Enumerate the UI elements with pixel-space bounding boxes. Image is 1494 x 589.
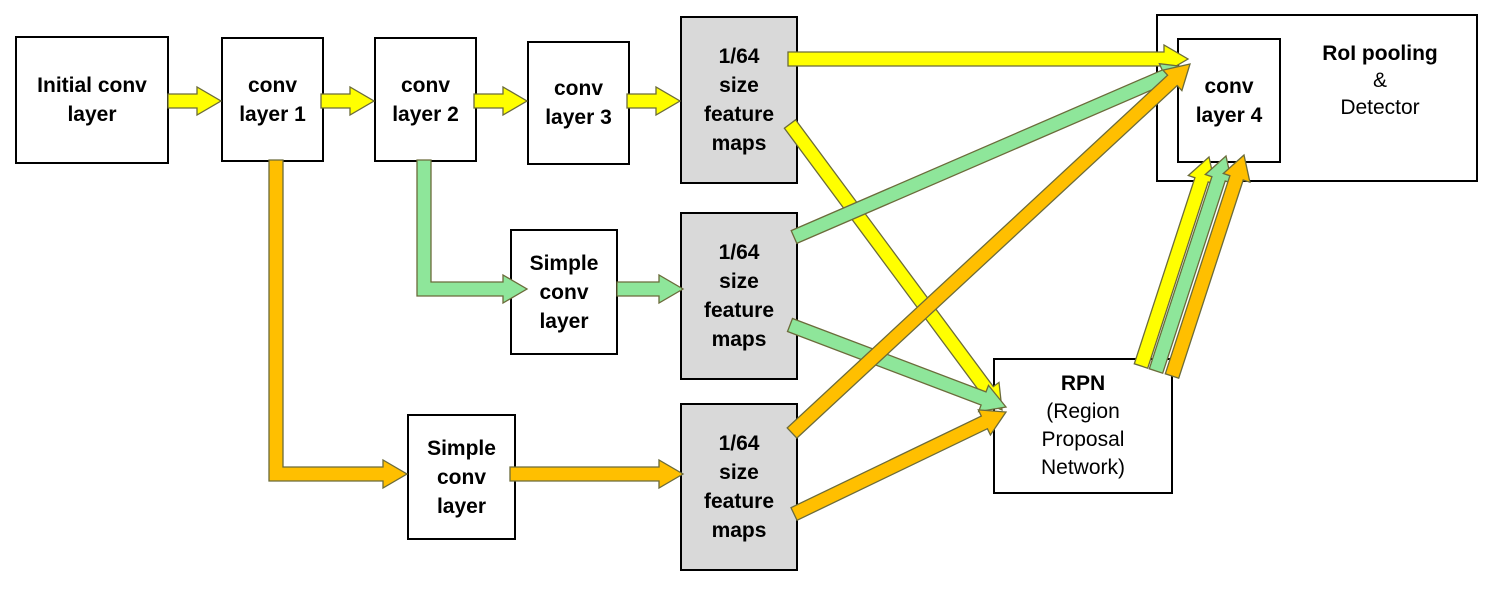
- box-label: layer: [539, 309, 589, 333]
- arrow-conv1-to-conv2: [320, 85, 376, 117]
- roi-detector-label: RoI pooling & Detector: [1302, 40, 1458, 121]
- box-label: conv: [247, 73, 297, 97]
- box-label: maps: [711, 132, 767, 155]
- roi-subtitle: Detector: [1340, 96, 1420, 119]
- conv-layer-4-box: conv layer 4: [1177, 38, 1281, 163]
- arrow-fmap-top-to-conv4: [787, 43, 1190, 75]
- box-label: Simple: [427, 436, 496, 460]
- arrow-fmap-bottom-to-rpn: [790, 409, 1008, 522]
- box-label: conv: [1204, 74, 1254, 98]
- box-label: feature: [703, 299, 775, 322]
- box-label: layer 4: [1195, 103, 1263, 127]
- box-label: feature: [703, 103, 775, 126]
- box-label: conv: [539, 280, 589, 304]
- box-label: 1/64: [718, 45, 760, 68]
- box-label: Simple: [529, 251, 599, 275]
- arrow-fmap-mid-to-rpn: [786, 317, 1008, 413]
- box-label: layer 1: [239, 102, 306, 126]
- arrow-rpn-to-conv4-yellow: [1133, 155, 1216, 370]
- feature-maps-bottom-box: 1/64 size feature maps: [680, 403, 798, 571]
- box-label: conv: [436, 465, 486, 489]
- arrow-conv3-to-fmap-top: [626, 85, 682, 117]
- box-label: Proposal: [1041, 428, 1125, 451]
- initial-conv-layer-box: Initial conv layer: [15, 36, 169, 164]
- arrow-rpn-to-conv4-orange: [1164, 153, 1251, 380]
- box-label: Network): [1040, 456, 1125, 479]
- arrow-conv2-to-simple1: [416, 159, 529, 305]
- box-label: layer: [436, 494, 487, 518]
- roi-amp: &: [1372, 69, 1387, 92]
- box-label: conv: [400, 73, 450, 97]
- box-label: size: [719, 461, 759, 484]
- arrow-fmap-bottom-to-conv4: [786, 63, 1191, 440]
- box-label: maps: [711, 328, 767, 351]
- box-label: size: [719, 74, 759, 97]
- conv-layer-2-box: conv layer 2: [374, 37, 477, 162]
- rpn-box: RPN (Region Proposal Network): [993, 358, 1173, 494]
- box-label: 1/64: [718, 241, 760, 264]
- simple-conv-layer-2-box: Simple conv layer: [407, 414, 516, 540]
- simple-conv-layer-1-box: Simple conv layer: [510, 229, 618, 355]
- feature-maps-top-box: 1/64 size feature maps: [680, 16, 798, 184]
- arrow-conv2-to-conv3: [473, 85, 529, 117]
- feature-maps-middle-box: 1/64 size feature maps: [680, 212, 798, 380]
- box-label: Initial conv: [37, 74, 147, 97]
- conv-layer-3-box: conv layer 3: [527, 41, 630, 165]
- box-label: RPN: [1060, 372, 1106, 395]
- box-label: layer 2: [392, 102, 459, 126]
- box-label: layer: [67, 103, 117, 126]
- roi-title: RoI pooling: [1322, 42, 1438, 65]
- box-label: size: [719, 270, 759, 293]
- box-label: maps: [711, 519, 767, 542]
- arrow-simple1-to-fmap-mid: [616, 273, 685, 305]
- arrow-simple2-to-fmap-bottom: [509, 458, 685, 490]
- box-label: conv: [553, 77, 603, 100]
- box-label: 1/64: [718, 432, 760, 455]
- box-label: feature: [703, 490, 775, 513]
- arrow-fmap-mid-to-conv4: [790, 62, 1189, 245]
- arrow-rpn-to-conv4-green: [1148, 154, 1233, 375]
- arrow-initial-to-conv1: [167, 85, 223, 117]
- box-label: layer 3: [545, 106, 612, 129]
- box-label: (Region: [1046, 400, 1120, 423]
- arrow-conv1-to-simple2: [268, 159, 409, 490]
